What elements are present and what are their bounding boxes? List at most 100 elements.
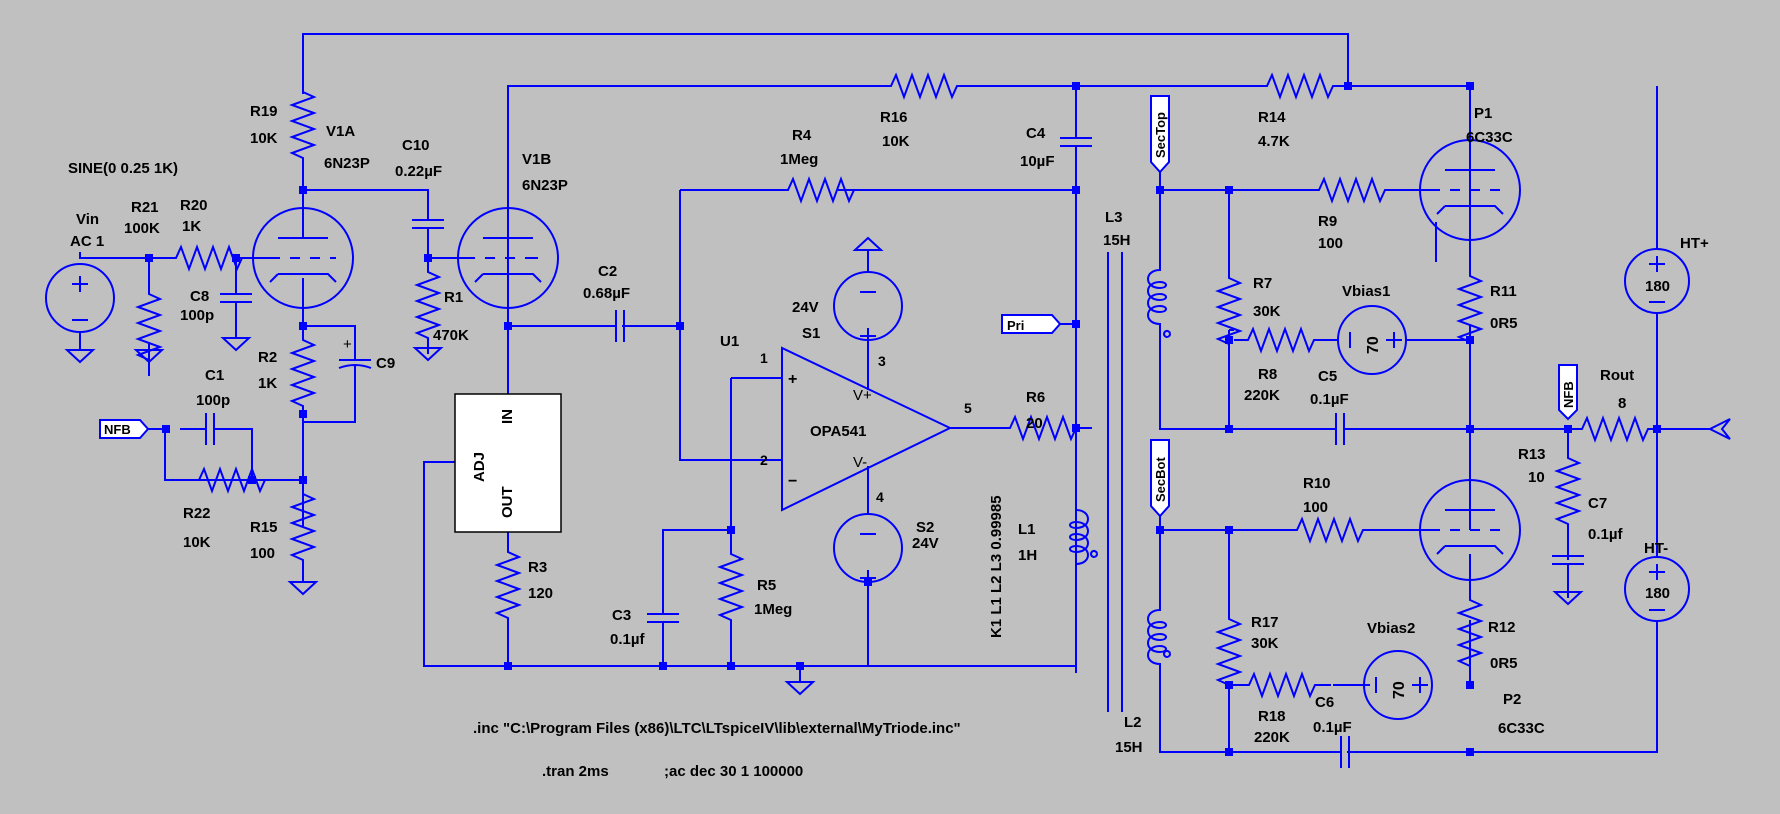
r12-name: R12 bbox=[1488, 619, 1516, 636]
r15-name: R15 bbox=[250, 519, 278, 536]
rout-value: 8 bbox=[1618, 395, 1626, 412]
r14-name: R14 bbox=[1258, 109, 1286, 126]
r17-value: 30K bbox=[1251, 635, 1279, 652]
r21-name: R21 bbox=[131, 199, 159, 216]
ht-minus-value: 180 bbox=[1645, 585, 1670, 602]
c10-symbol bbox=[411, 193, 445, 259]
svg-text:SecBot: SecBot bbox=[1153, 457, 1168, 502]
p1-model: 6C33C bbox=[1466, 129, 1513, 146]
v1a-tube bbox=[252, 207, 354, 309]
opamp-plus: + bbox=[788, 371, 797, 388]
capacitors: + bbox=[179, 111, 1585, 769]
sectop-flag: SecTop bbox=[1150, 95, 1170, 174]
l2-name: L2 bbox=[1124, 714, 1142, 731]
c4-name: C4 bbox=[1026, 125, 1046, 142]
r5-value: 1Meg bbox=[754, 601, 792, 618]
r5-name: R5 bbox=[757, 577, 776, 594]
r5-symbol bbox=[719, 539, 743, 637]
secbot-flag: SecBot bbox=[1150, 439, 1170, 518]
r18-name: R18 bbox=[1258, 708, 1286, 725]
r8-symbol bbox=[1233, 328, 1331, 352]
r3-name: R3 bbox=[528, 559, 547, 576]
c10-value: 0.22µF bbox=[395, 163, 442, 180]
s2-source bbox=[833, 513, 903, 586]
r8-name: R8 bbox=[1258, 366, 1277, 383]
rout-symbol bbox=[1567, 417, 1665, 441]
r13-symbol bbox=[1556, 443, 1580, 541]
r7-value: 30K bbox=[1253, 303, 1281, 320]
pin5: 5 bbox=[964, 400, 972, 416]
r16-value: 10K bbox=[882, 133, 910, 150]
vplus-label: V+ bbox=[853, 387, 872, 404]
r1-name: R1 bbox=[444, 289, 463, 306]
r2-name: R2 bbox=[258, 349, 277, 366]
ht-minus-source bbox=[1624, 556, 1690, 622]
svg-text:SecTop: SecTop bbox=[1153, 112, 1168, 158]
c8-value: 100p bbox=[180, 307, 214, 324]
p1-name: P1 bbox=[1474, 105, 1492, 122]
vbias1-value: 70 bbox=[1365, 336, 1382, 354]
p2-model: 6C33C bbox=[1498, 720, 1545, 737]
r6-name: R6 bbox=[1026, 389, 1045, 406]
r1-value: 470K bbox=[433, 327, 469, 344]
net-flags: NFB Pri SecTop SecBot NFB bbox=[99, 95, 1578, 518]
grounds bbox=[66, 236, 1731, 695]
nfb-flag-right: NFB bbox=[1558, 364, 1578, 421]
r10-symbol bbox=[1282, 518, 1380, 542]
v1b-name: V1B bbox=[522, 151, 551, 168]
r22-value: 10K bbox=[183, 534, 211, 551]
r2-value: 1K bbox=[258, 375, 277, 392]
r11-value: 0R5 bbox=[1490, 315, 1518, 332]
r3-symbol bbox=[496, 537, 520, 635]
rout-name: Rout bbox=[1600, 367, 1634, 384]
c2-value: 0.68µF bbox=[583, 285, 630, 302]
r4-symbol bbox=[773, 178, 871, 202]
r21-value: 100K bbox=[124, 220, 160, 237]
vin-name: Vin bbox=[76, 211, 99, 228]
c5-value: 0.1µF bbox=[1310, 391, 1349, 408]
coupling-directive: K1 L1 L2 L3 0.99985 bbox=[988, 495, 1005, 638]
r12-value: 0R5 bbox=[1490, 655, 1518, 672]
s2-value: 24V bbox=[912, 535, 939, 552]
vbias2-value: 70 bbox=[1391, 681, 1408, 699]
l1-name: L1 bbox=[1018, 521, 1036, 538]
labels: SINE(0 0.25 1K) Vin AC 1 R21 100K R20 1K… bbox=[68, 103, 1709, 780]
c5-name: C5 bbox=[1318, 368, 1337, 385]
opamp-u1 bbox=[781, 346, 953, 512]
r12-symbol bbox=[1458, 585, 1482, 683]
r9-symbol bbox=[1304, 178, 1402, 202]
l1-symbol bbox=[1069, 489, 1089, 581]
c5-symbol bbox=[1309, 412, 1375, 446]
svg-text:Pri: Pri bbox=[1007, 318, 1024, 333]
v1a-model: 6N23P bbox=[324, 155, 370, 172]
vbias1-name: Vbias1 bbox=[1342, 283, 1390, 300]
vminus-label: V- bbox=[853, 454, 867, 471]
svg-text:NFB: NFB bbox=[1561, 381, 1576, 408]
nfb-flag-left: NFB bbox=[99, 419, 150, 439]
l3-name: L3 bbox=[1105, 209, 1123, 226]
opamp-minus: − bbox=[788, 473, 797, 490]
c7-symbol bbox=[1551, 529, 1585, 595]
c2-name: C2 bbox=[598, 263, 617, 280]
ht-minus-name: HT- bbox=[1644, 540, 1668, 557]
vin-source bbox=[45, 263, 115, 344]
r7-symbol bbox=[1217, 263, 1241, 361]
vin-value: AC 1 bbox=[70, 233, 104, 250]
r19-symbol bbox=[291, 77, 315, 175]
transformer-core bbox=[1107, 252, 1123, 712]
ht-plus-name: HT+ bbox=[1680, 235, 1709, 252]
r15-value: 100 bbox=[250, 545, 275, 562]
ht-plus-value: 180 bbox=[1645, 278, 1670, 295]
r8-value: 220K bbox=[1244, 387, 1280, 404]
source-signal: SINE(0 0.25 1K) bbox=[68, 160, 178, 177]
s1-source bbox=[833, 271, 903, 344]
v1b-tube bbox=[457, 207, 559, 309]
r20-value: 1K bbox=[182, 218, 201, 235]
svg-text:+: + bbox=[343, 336, 352, 353]
c4-value: 10µF bbox=[1020, 153, 1055, 170]
c4-symbol bbox=[1059, 111, 1093, 177]
svg-text:NFB: NFB bbox=[104, 422, 131, 437]
c6-name: C6 bbox=[1315, 694, 1334, 711]
c8-symbol bbox=[219, 267, 253, 333]
